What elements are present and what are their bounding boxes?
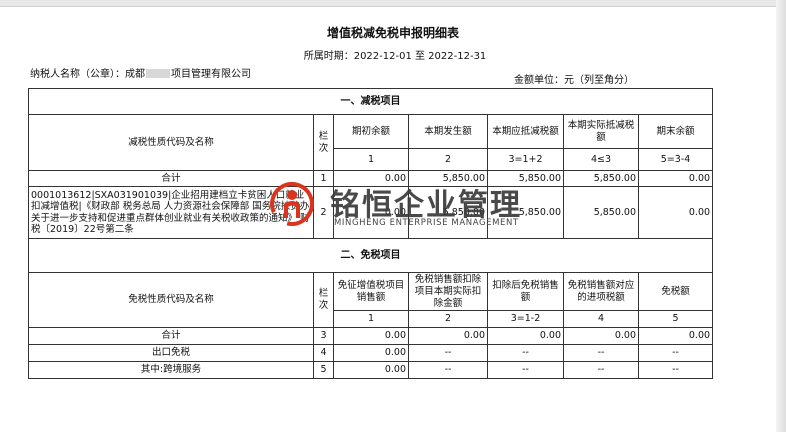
amount-cell: 0.00 <box>637 186 714 239</box>
tax-period: 所属时期：2022-12-01 至 2022-12-31 <box>303 51 487 62</box>
exemption-code-header: 免税性质代码及名称 <box>28 272 314 328</box>
row-no: 4 <box>313 344 334 362</box>
reduction-col-num: 3=1+2 <box>487 148 564 171</box>
table-row: 其中:跨境服务 5 0.00 -- -- -- -- <box>28 361 714 379</box>
exemption-col-header: 免征增值税项目销售额 <box>333 272 409 311</box>
watermark: 铭恒企业管理 MINGHENG ENTERPRISE MANAGEMENT <box>268 178 558 234</box>
taxpayer-name-prefix: 纳税人名称（公章）：成都 <box>30 69 145 80</box>
reduction-header-row: 减税性质代码及名称 栏次 期初余额 本期发生额 本期应抵减税额 本期实际抵减税额… <box>28 114 714 171</box>
row-no: 5 <box>313 361 334 379</box>
watermark-subtitle: MINGHENG ENTERPRISE MANAGEMENT <box>334 218 519 228</box>
amount-cell: 0.00 <box>637 327 714 345</box>
amount-cell: -- <box>487 344 564 362</box>
reduction-section-row: 一、减税项目 <box>27 88 714 115</box>
amount-cell: -- <box>563 344 639 362</box>
reduction-col-num: 1 <box>333 148 409 171</box>
reduction-row-no-header: 栏次 <box>313 114 334 171</box>
watermark-name: 铭恒企业管理 <box>330 188 522 223</box>
taxpayer-name: 纳税人名称（公章）：成都 项目管理有限公司 <box>30 65 251 80</box>
table-row: 合计 3 0.00 0.00 0.00 0.00 0.00 <box>28 327 714 345</box>
row-name: 合计 <box>28 327 314 345</box>
viewer-top-bar <box>0 0 786 7</box>
table-row: 出口免税 4 0.00 -- -- -- -- <box>28 344 714 362</box>
exemption-col-header: 免税销售额对应的进项税额 <box>563 272 639 311</box>
reduction-item-description: 0001013612|SXA031901039|企业招用建档立卡贫困人口就业扣减… <box>28 186 314 239</box>
table-row: 合计 1 0.00 5,850.00 5,850.00 5,850.00 0.0… <box>28 170 714 187</box>
reduction-col-header: 本期应抵减税额 <box>487 114 564 149</box>
reduction-section-title: 一、减税项目 <box>27 88 714 115</box>
exemption-col-num: 4 <box>563 310 639 328</box>
amount-cell: 0.00 <box>333 186 409 239</box>
exemption-col-num: 1 <box>333 310 409 328</box>
amount-unit: 金额单位：元（列至角分） <box>514 75 634 86</box>
exemption-col-num: 2 <box>408 310 488 328</box>
declaration-table: 一、减税项目 减税性质代码及名称 栏次 期初余额 本期发生额 本期应抵减税额 本… <box>27 88 714 379</box>
reduction-col-num: 5=3-4 <box>637 148 714 171</box>
watermark-logo-icon <box>270 182 314 226</box>
exemption-section-row: 二、免税项目 <box>27 238 714 273</box>
exemption-col-num: 3=1-2 <box>487 310 564 328</box>
amount-cell: 0.00 <box>563 327 639 345</box>
amount-cell: -- <box>487 361 564 379</box>
viewer-scroll-edge <box>776 0 786 432</box>
amount-cell: -- <box>408 361 488 379</box>
amount-cell: 0.00 <box>637 170 714 187</box>
amount-cell: 5,850.00 <box>408 186 488 239</box>
reduction-col-num: 2 <box>408 148 488 171</box>
amount-cell: -- <box>408 344 488 362</box>
redacted-text <box>146 69 170 78</box>
taxpayer-name-suffix: 项目管理有限公司 <box>171 69 251 80</box>
reduction-col-header: 本期实际抵减税额 <box>563 114 639 149</box>
exemption-col-header: 免税额 <box>637 272 714 311</box>
exemption-header-row: 免税性质代码及名称 栏次 免征增值税项目销售额 免税销售额扣除项目本期实际扣除金… <box>28 272 714 328</box>
reduction-code-header: 减税性质代码及名称 <box>28 114 314 171</box>
amount-cell: 0.00 <box>333 327 409 345</box>
exemption-col-header: 免税销售额扣除项目本期实际扣除金额 <box>408 272 488 311</box>
row-name: 其中:跨境服务 <box>28 361 314 379</box>
row-name: 出口免税 <box>28 344 314 362</box>
amount-cell: 0.00 <box>333 361 409 379</box>
exemption-section-title: 二、免税项目 <box>27 238 714 273</box>
exemption-row-no-header: 栏次 <box>313 272 334 328</box>
exemption-col-header: 扣除后免税销售额 <box>487 272 564 311</box>
row-no: 3 <box>313 327 334 345</box>
reduction-col-header: 期初余额 <box>333 114 409 149</box>
amount-cell: 0.00 <box>333 344 409 362</box>
table-row: 0001013612|SXA031901039|企业招用建档立卡贫困人口就业扣减… <box>28 186 714 239</box>
exemption-col-num: 5 <box>637 310 714 328</box>
reduction-col-header: 本期发生额 <box>408 114 488 149</box>
reduction-col-header: 期末余额 <box>637 114 714 149</box>
amount-cell: 5,850.00 <box>563 170 639 187</box>
amount-cell: 5,850.00 <box>563 186 639 239</box>
amount-cell: -- <box>637 361 714 379</box>
amount-cell: -- <box>563 361 639 379</box>
reduction-col-num: 4≤3 <box>563 148 639 171</box>
amount-cell: -- <box>637 344 714 362</box>
amount-cell: 0.00 <box>408 327 488 345</box>
page-title: 增值税减免税申报明细表 <box>326 26 459 40</box>
amount-cell: 0.00 <box>487 327 564 345</box>
